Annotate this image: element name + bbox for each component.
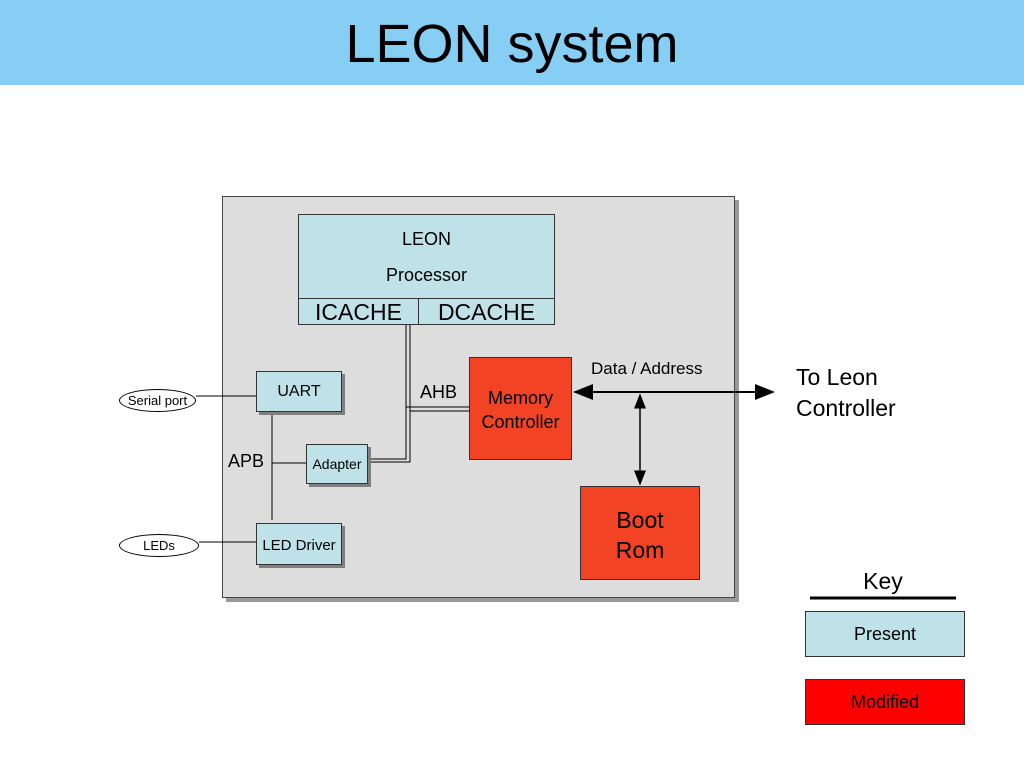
key-modified-swatch: Modified bbox=[805, 679, 965, 725]
dcache-label: DCACHE bbox=[437, 299, 536, 325]
ahb-label: AHB bbox=[420, 382, 458, 402]
adapter-block: Adapter bbox=[306, 444, 368, 484]
key-title: Key bbox=[863, 568, 903, 594]
serial-port-oval: Serial port bbox=[119, 389, 196, 412]
key-modified-label: Modified bbox=[850, 692, 920, 712]
uart-block: UART bbox=[256, 371, 342, 412]
memory-controller-block: Memory Controller bbox=[469, 357, 572, 460]
key-present-label: Present bbox=[853, 624, 917, 644]
data-address-label: Data / Address bbox=[591, 359, 703, 378]
ahb-bus-line bbox=[360, 325, 470, 463]
leds-oval: LEDs bbox=[119, 534, 199, 557]
processor-label-line1: LEON bbox=[401, 229, 452, 249]
page-title: LEON system bbox=[345, 14, 679, 74]
to-leon-line2: Controller bbox=[796, 395, 896, 421]
leon-processor-block: LEON Processor ICACHE DCACHE bbox=[298, 214, 555, 325]
key-present-swatch: Present bbox=[805, 611, 965, 657]
uart-label: UART bbox=[277, 383, 321, 400]
processor-label-line2: Processor bbox=[385, 265, 468, 285]
memory-controller-line2: Controller bbox=[481, 412, 560, 432]
to-leon-line1: To Leon bbox=[796, 364, 878, 390]
leds-label: LEDs bbox=[143, 538, 175, 553]
boot-rom-line1: Boot bbox=[616, 507, 664, 533]
apb-label: APB bbox=[228, 451, 265, 471]
boot-rom-block: Boot Rom bbox=[580, 486, 700, 580]
serial-port-label: Serial port bbox=[127, 393, 188, 408]
title-bar bbox=[0, 0, 1024, 85]
icache-label: ICACHE bbox=[315, 299, 402, 325]
memory-controller-line1: Memory bbox=[487, 388, 553, 408]
led-driver-block: LED Driver bbox=[256, 523, 342, 565]
adapter-label: Adapter bbox=[312, 456, 362, 472]
led-driver-label: LED Driver bbox=[262, 537, 336, 554]
boot-rom-line2: Rom bbox=[615, 537, 665, 563]
